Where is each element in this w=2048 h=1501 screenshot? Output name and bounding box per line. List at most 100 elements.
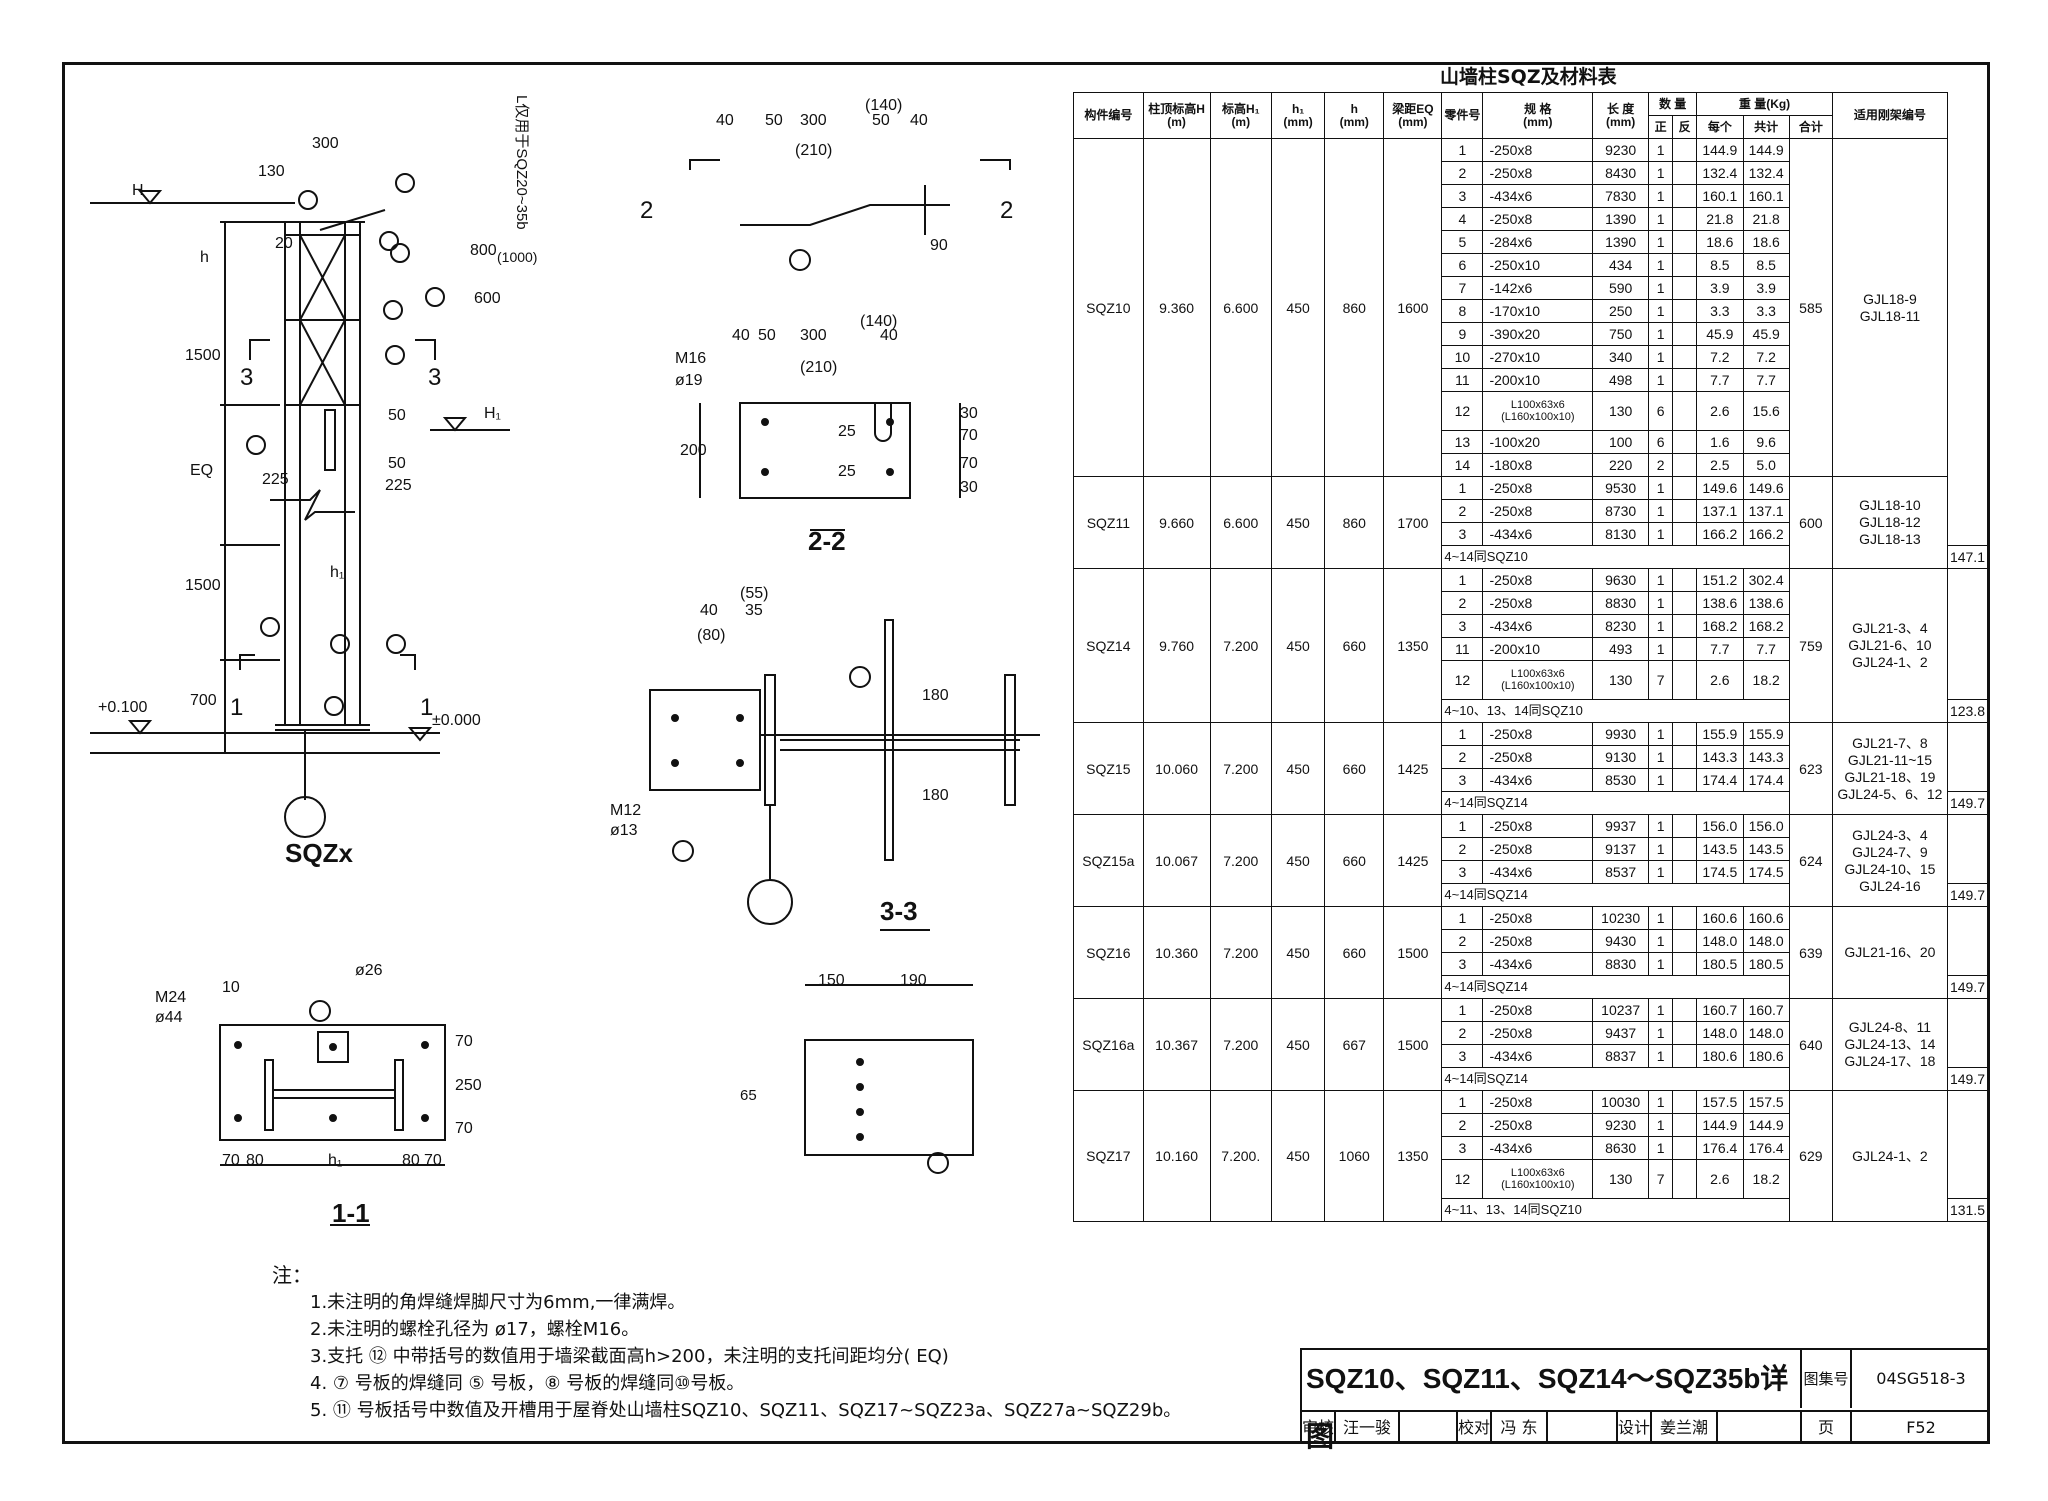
cell-qty: 1 [1648, 1113, 1674, 1137]
frame-id: GJL18-13 [1859, 531, 1921, 547]
cell-no: 3 [1441, 614, 1484, 638]
frame-id: GJL21-16、20 [1844, 944, 1936, 960]
cell-qty-neg [1672, 253, 1698, 277]
member-cell-sum: 640 [1788, 998, 1833, 1091]
material-table: 构件编号 柱顶标高H(m) 标高H₁(m) h₁(mm) h(mm) 梁距EQ(… [1073, 92, 1989, 1222]
cell-each: 2.5 [1696, 453, 1744, 477]
member-cell-h: 1060 [1324, 1090, 1385, 1222]
cell-len: 130 [1592, 1159, 1650, 1199]
cell-qty: 2 [1648, 453, 1674, 477]
cell-len: 8837 [1592, 1044, 1650, 1068]
cell-qty: 1 [1648, 998, 1674, 1022]
cell-qty: 1 [1648, 837, 1674, 861]
cell-total: 155.9 [1742, 722, 1790, 746]
frame-id: GJL21-7、8 [1852, 734, 1928, 751]
cell-each: 160.6 [1696, 906, 1744, 930]
notes-heading: 注： [272, 1263, 312, 1287]
cell-each: 144.9 [1696, 138, 1744, 162]
member-cell-H1: 7.200. [1209, 1090, 1273, 1222]
cell-qty-neg [1672, 837, 1698, 861]
cell-qty-neg [1672, 952, 1698, 976]
cell-spec: -250x8 [1482, 906, 1594, 930]
cell-no: 2 [1441, 1021, 1484, 1045]
cell-spec: -170x10 [1482, 299, 1594, 323]
cell-qty: 1 [1648, 230, 1674, 254]
frame-id: GJL24-17、18 [1844, 1053, 1936, 1069]
sec3-left: 3 [240, 364, 253, 391]
cell-qty: 7 [1648, 1159, 1674, 1199]
cell-spec: -250x8 [1482, 998, 1594, 1022]
cell-spec: -250x8 [1482, 722, 1594, 746]
member-cell-sum: 600 [1788, 476, 1833, 569]
cell-no: 1 [1441, 138, 1484, 162]
cell-total: 176.4 [1742, 1136, 1790, 1160]
cell-len: 8430 [1592, 161, 1650, 185]
dim-1500-upper: 1500 [185, 347, 221, 364]
dim-300-b: 300 [800, 112, 827, 129]
cell-no: 13 [1441, 430, 1484, 454]
cell-each: 174.5 [1696, 860, 1744, 884]
col-h: h(mm) [1324, 92, 1385, 139]
cell-no: 3 [1441, 952, 1484, 976]
cell-no: 3 [1441, 184, 1484, 208]
cell-qty-neg [1672, 476, 1698, 500]
notes: 注： 1.未注明的角焊缝焊脚尺寸为6mm,一律满焊。 2.未注明的螺栓孔径为 ø… [272, 1262, 1181, 1424]
cell-qty: 1 [1648, 322, 1674, 346]
dim-80p: (80) [697, 627, 725, 644]
cell-spec: L100x63x6(L160x100x10) [1482, 1159, 1594, 1199]
sec1-left: 1 [230, 694, 243, 721]
member-cell-h: 860 [1324, 476, 1385, 569]
design-label: 设计 [1618, 1412, 1652, 1444]
cell-spec: -250x8 [1482, 745, 1594, 769]
member-cell-H1: 7.200 [1209, 568, 1273, 723]
cell-len: 10030 [1592, 1090, 1650, 1114]
cell-qty: 7 [1648, 660, 1674, 700]
cell-total: 8.5 [1742, 253, 1790, 277]
dim-50-b: 50 [388, 455, 406, 472]
cell-each: 180.5 [1696, 952, 1744, 976]
checker-name: 冯 东 [1492, 1412, 1548, 1444]
hole-phi26: ø26 [355, 962, 383, 979]
cell-total: 143.5 [1742, 837, 1790, 861]
frame-id: GJL24-7、9 [1852, 843, 1928, 860]
cell-no: 11 [1441, 368, 1484, 392]
cell-each: 160.1 [1696, 184, 1744, 208]
member-cell-id: SQZ16a [1073, 998, 1144, 1091]
cell-qty-neg [1672, 568, 1698, 592]
cell-spec: -250x8 [1482, 837, 1594, 861]
dim-40-a: 40 [716, 112, 734, 129]
dim-40-c: 40 [732, 327, 750, 344]
cell-len: 590 [1592, 276, 1650, 300]
cell-qty: 1 [1648, 591, 1674, 615]
cell-qty-neg [1672, 1021, 1698, 1045]
cell-total: 18.2 [1742, 1159, 1790, 1199]
cell-len: 8830 [1592, 952, 1650, 976]
cell-len: 8130 [1592, 522, 1650, 546]
cell-len: 1390 [1592, 230, 1650, 254]
cell-no: 2 [1441, 591, 1484, 615]
member-cell-h: 660 [1324, 906, 1385, 999]
member-cell-eq: 1600 [1383, 138, 1443, 477]
cell-spec: -434x6 [1482, 522, 1594, 546]
member-cell-h: 660 [1324, 814, 1385, 907]
cell-no: 3 [1441, 1044, 1484, 1068]
cell-no: 2 [1441, 499, 1484, 523]
cell-spec: -434x6 [1482, 952, 1594, 976]
dim-30-b: 30 [960, 479, 978, 496]
cell-qty: 1 [1648, 276, 1674, 300]
cell-each: 166.2 [1696, 522, 1744, 546]
cell-each: 2.6 [1696, 1159, 1744, 1199]
cell-no: 6 [1441, 253, 1484, 277]
cell-spec: -250x8 [1482, 929, 1594, 953]
title-block [1300, 1348, 1990, 1444]
cell-qty-neg [1672, 1044, 1698, 1068]
cell-spec: -200x10 [1482, 637, 1594, 661]
member-cell-h1: 450 [1271, 906, 1326, 999]
